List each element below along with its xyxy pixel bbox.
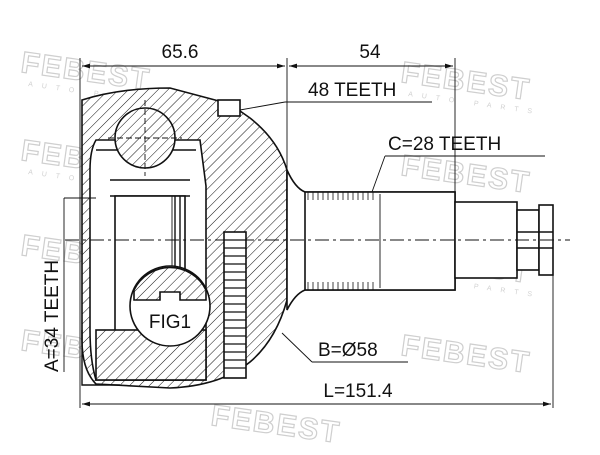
dimension-right-length-text: 54: [359, 42, 381, 63]
dimension-total-length: L=151.4: [82, 381, 551, 407]
callout-outer-spline-text: C=28 TEETH: [388, 134, 501, 155]
callout-diameter-text: B=Ø58: [318, 340, 378, 361]
watermark-brand: FEBEST: [209, 399, 343, 450]
figure-detail: FIG1: [129, 196, 211, 347]
callout-outer-spline: C=28 TEETH: [371, 134, 545, 193]
watermark-brand: FEBEST: [399, 329, 533, 380]
abs-ring: [223, 231, 247, 379]
spline-teeth: [307, 192, 374, 290]
callout-abs-teeth-text: 48 TEETH: [308, 80, 396, 101]
callout-abs-teeth: 48 TEETH: [239, 80, 432, 111]
shaft: [65, 169, 570, 311]
dimension-right-length: 54: [289, 42, 453, 69]
callout-inner-spline-text: A=34 TEETH: [42, 260, 63, 372]
figure-detail-text: FIG1: [149, 312, 191, 333]
callout-inner-spline: A=34 TEETH: [42, 197, 96, 372]
dimension-left-length: 65.6: [82, 42, 285, 69]
dimension-left-length-text: 65.6: [162, 42, 199, 63]
callout-diameter: B=Ø58: [281, 332, 408, 363]
dimension-total-length-text: L=151.4: [323, 381, 393, 402]
abs-clip: [217, 99, 241, 117]
